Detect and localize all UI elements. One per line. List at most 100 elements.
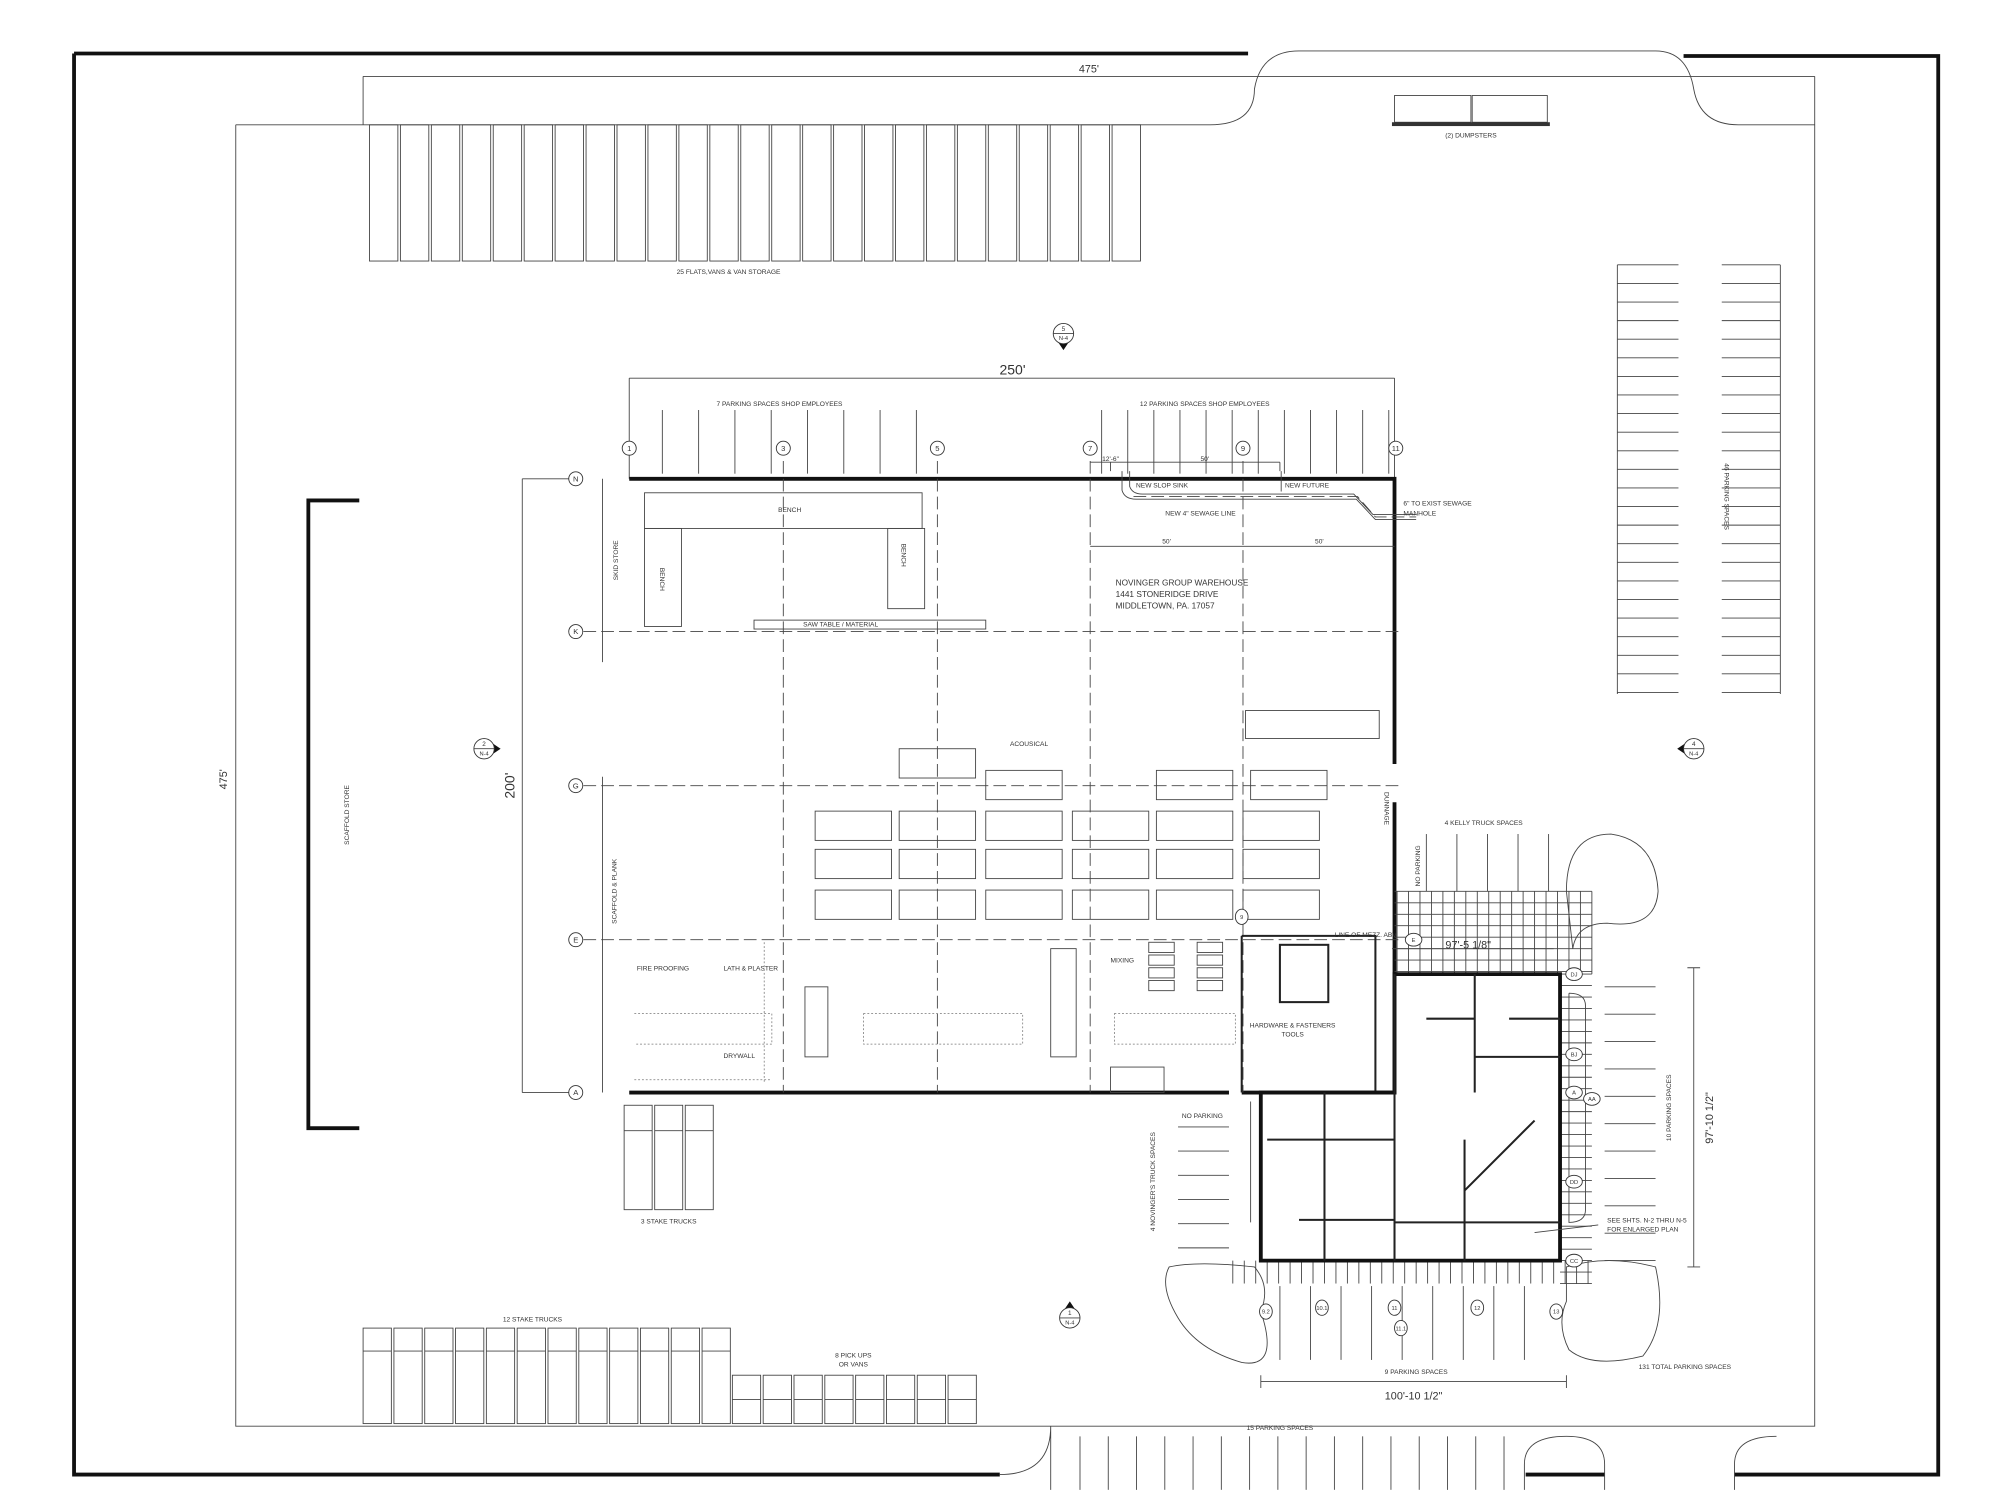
- table: [1071, 848, 1150, 880]
- section-number: 5: [1062, 326, 1066, 333]
- section-arrow-icon: [1677, 743, 1685, 754]
- section-arrow-icon: [492, 743, 501, 754]
- grid-bubble: [1565, 1253, 1583, 1268]
- grid-bubble: [568, 1085, 584, 1100]
- flats-label: 25 FLATS,VANS & VAN STORAGE: [677, 269, 781, 276]
- table: [898, 748, 977, 779]
- fire-proofing-label: FIRE PROOFING: [637, 965, 689, 972]
- flat-stall: [1111, 124, 1141, 262]
- warehouse-building: BENCH BENCH BENCH SAW TABLE / MATERIAL S…: [583, 456, 1472, 1095]
- table: [1250, 769, 1328, 801]
- flat-stall: [492, 124, 523, 262]
- parking-left-label: 7 PARKING SPACES SHOP EMPLOYEES: [716, 401, 843, 408]
- mixing-label: MIXING: [1111, 958, 1135, 965]
- table: [898, 889, 977, 920]
- table: [1242, 810, 1320, 841]
- pallet: [1148, 980, 1175, 992]
- table: [985, 848, 1063, 880]
- stake-truck-stall: [609, 1327, 639, 1425]
- scaffold-store: [306, 498, 360, 1131]
- grid-bubble: [1404, 932, 1423, 947]
- stake-truck-stall: [393, 1327, 423, 1425]
- overall-depth-label: 475': [218, 769, 230, 789]
- flat-stall: [771, 124, 801, 262]
- ten-parking-label: 10 PARKING SPACES: [1666, 1074, 1673, 1141]
- warehouse-width-dimension: 250': [628, 361, 1395, 479]
- table: [1071, 889, 1150, 920]
- grid-bubble-label: 10.1: [1316, 1306, 1327, 1312]
- stake-trucks-12-label: 12 STAKE TRUCKS: [503, 1317, 563, 1324]
- no-parking-label-2: NO PARKING: [1182, 1113, 1223, 1120]
- drywall-label: DRYWALL: [723, 1053, 755, 1060]
- skid-store-label: SKID STORE: [613, 540, 620, 581]
- warehouse-depth-label: 200': [502, 773, 518, 799]
- grid-bubble-label: 11.1: [1396, 1326, 1407, 1332]
- warehouse-city: MIDDLETOWN, PA. 17057: [1116, 602, 1215, 611]
- grid-bubble: [1583, 1092, 1601, 1106]
- stake-truck-stall: [701, 1327, 731, 1425]
- bench-top-label: BENCH: [778, 507, 801, 514]
- grid-bubble: [1565, 1047, 1583, 1062]
- grid-bubble: [1394, 1320, 1408, 1337]
- flat-stall: [523, 124, 554, 262]
- flat-stall: [647, 124, 677, 262]
- grid-bubble-label: A: [1572, 1091, 1576, 1097]
- grid-bubble: [621, 440, 637, 456]
- flat-stall: [616, 124, 646, 262]
- flat-stall: [461, 124, 492, 262]
- flat-stall: [802, 124, 832, 262]
- flat-stall: [956, 124, 987, 262]
- hardware-label: HARDWARE & FASTENERS: [1250, 1023, 1336, 1030]
- table: [1155, 848, 1234, 880]
- grid-bubble-label: E: [1412, 938, 1416, 944]
- manhole-label: 6" TO EXIST SEWAGE: [1403, 501, 1472, 508]
- stake-truck-stall: [654, 1104, 684, 1211]
- new-future-label: NEW FUTURE: [1285, 483, 1330, 490]
- flat-stall: [369, 124, 399, 262]
- flat-stall: [895, 124, 925, 262]
- right-parking-46: [1616, 264, 1781, 694]
- see-sheets-label: SEE SHTS. N-2 THRU N-5: [1607, 1217, 1687, 1224]
- warehouse-title: NOVINGER GROUP WAREHOUSE: [1116, 579, 1249, 588]
- grid-bubble: [1315, 1299, 1329, 1316]
- stake-truck-stall: [485, 1327, 516, 1425]
- flat-stall: [709, 124, 739, 262]
- grid-bubble: [1235, 440, 1251, 456]
- stake-truck-stall: [547, 1327, 577, 1425]
- mezz-label: LINE OF MEZZ. ABV.: [1335, 932, 1398, 939]
- grid-bubble: [568, 778, 584, 794]
- table: [985, 889, 1063, 920]
- warehouse-depth-dimension: 200': [502, 478, 574, 1093]
- section-sheet: N-4: [1689, 751, 1699, 757]
- grid-bubble: [1082, 440, 1098, 456]
- bench-left: [644, 527, 682, 627]
- pallet: [1148, 967, 1175, 979]
- bench-left-label: BENCH: [658, 568, 665, 591]
- grid-bubble: [1565, 967, 1583, 981]
- pallet: [1148, 954, 1175, 966]
- total-parking-label: 131 TOTAL PARKING SPACES: [1639, 1364, 1732, 1371]
- grid-bubble-label: 7: [1088, 444, 1092, 453]
- acoustical-tables: [814, 710, 1380, 920]
- slop-sink-label: NEW SLOP SINK: [1136, 483, 1189, 490]
- stake-trucks-3-label: 3 STAKE TRUCKS: [641, 1219, 697, 1226]
- office-north-dim: 97'-5 1/8": [1445, 940, 1491, 952]
- pickups-label: 8 PICK UPS: [835, 1352, 872, 1359]
- table: [1242, 889, 1320, 920]
- grid-bubble-label: K: [573, 627, 578, 636]
- flat-stall: [585, 124, 615, 262]
- sewage-line-label: NEW 4" SEWAGE LINE: [1165, 511, 1236, 518]
- office-width-dim: 100'-10 1/2": [1385, 1390, 1443, 1402]
- table: [814, 810, 892, 841]
- flat-stall: [1080, 124, 1110, 262]
- bottom-parking-label: 15 PARKING SPACES: [1247, 1425, 1314, 1432]
- table: [1155, 889, 1234, 920]
- employee-parking-stalls: [661, 410, 1390, 474]
- flat-stall: [430, 124, 461, 262]
- lath-plaster-label: LATH & PLASTER: [723, 965, 778, 972]
- flat-stall: [554, 124, 584, 262]
- bench-right-label: BENCH: [900, 544, 907, 567]
- grid-bubble-label: 11: [1392, 444, 1400, 453]
- stake-truck-stall: [623, 1104, 653, 1211]
